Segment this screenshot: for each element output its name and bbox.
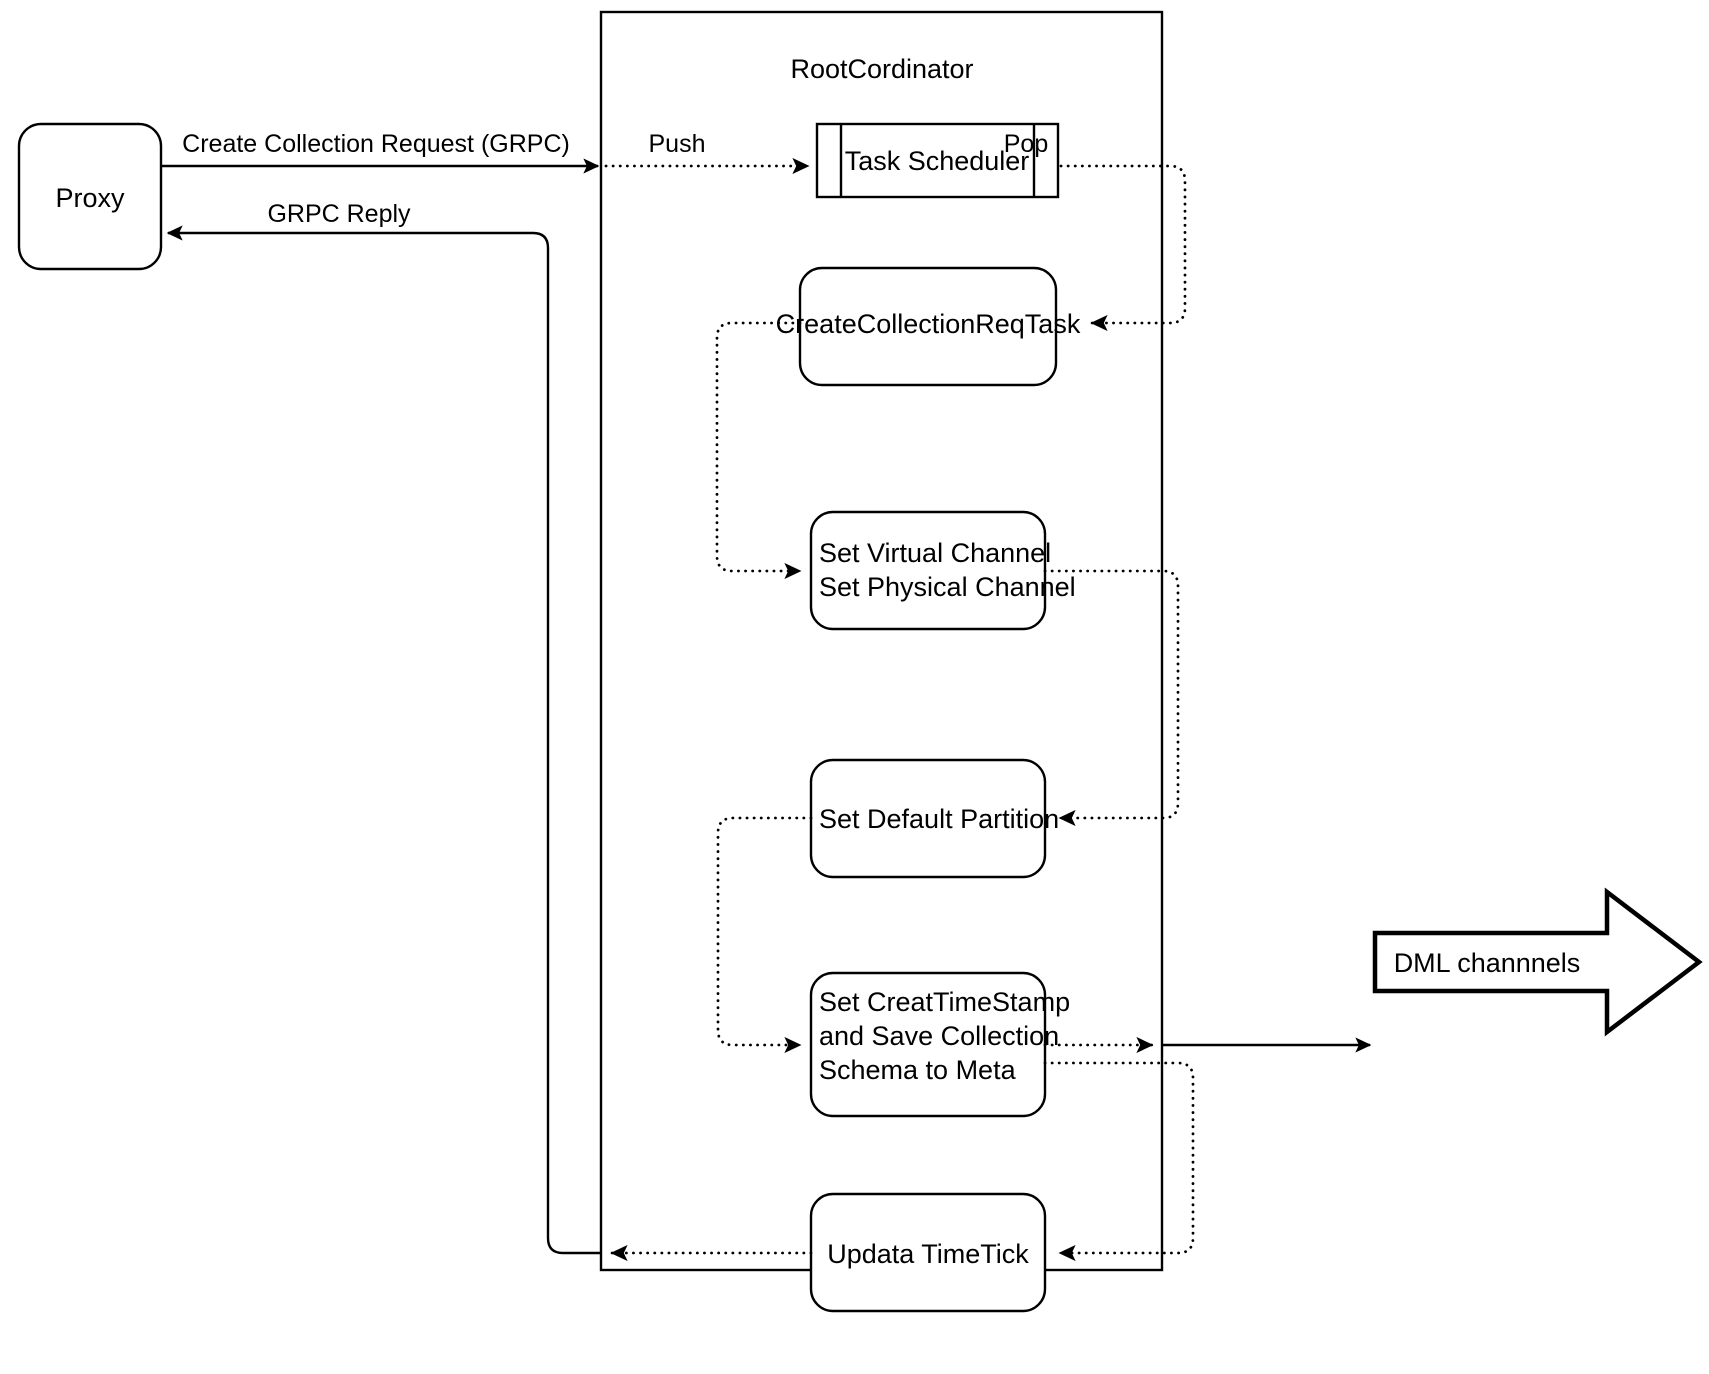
- pop-line: [1059, 164, 1187, 332]
- node-set-channels[interactable]: Set Virtual Channel Set Physical Channel: [809, 510, 1076, 631]
- partition-to-timestamp-line: [716, 816, 813, 1054]
- node-create-collection-req-task[interactable]: CreateCollectionReqTask: [776, 266, 1081, 387]
- set-virtual-channel-label: Set Virtual Channel: [819, 538, 1051, 568]
- edge-create-collection-request: Create Collection Request (GRPC): [161, 130, 600, 174]
- task-scheduler-label: Task Scheduler: [845, 146, 1030, 176]
- node-task-scheduler[interactable]: Task Scheduler: [815, 122, 1060, 199]
- node-updata-timetick[interactable]: Updata TimeTick: [809, 1192, 1047, 1313]
- node-set-default-partition[interactable]: Set Default Partition: [809, 758, 1059, 879]
- set-channels-box[interactable]: [809, 510, 1047, 631]
- grpc-reply-label: GRPC Reply: [267, 200, 411, 228]
- pop-label: Pop: [1004, 130, 1048, 158]
- rootcordinator-label: RootCordinator: [790, 54, 973, 84]
- task-scheduler-box[interactable]: [815, 122, 1060, 199]
- set-create-timestamp-line3: Schema to Meta: [819, 1055, 1017, 1085]
- updata-timetick-label: Updata TimeTick: [827, 1239, 1029, 1269]
- edge-pop: Pop: [1004, 130, 1187, 332]
- dml-channels-arrow-shape[interactable]: [1372, 887, 1703, 1037]
- node-dml-channels[interactable]: DML channnels: [1372, 887, 1703, 1037]
- set-default-partition-label: Set Default Partition: [819, 804, 1059, 834]
- grpc-reply-line: [166, 225, 601, 1255]
- set-create-timestamp-line2: and Save Collection: [819, 1021, 1059, 1051]
- edge-partition-to-timestamp: [716, 816, 813, 1054]
- edge-push: Push: [604, 130, 810, 175]
- edge-grpc-reply: GRPC Reply: [166, 200, 601, 1255]
- set-physical-channel-label: Set Physical Channel: [819, 572, 1076, 602]
- proxy-box[interactable]: [17, 122, 163, 271]
- create-collection-req-task-box[interactable]: [798, 266, 1058, 387]
- set-create-timestamp-line1: Set CreatTimeStamp: [819, 987, 1070, 1017]
- node-set-create-timestamp[interactable]: Set CreatTimeStamp and Save Collection S…: [809, 971, 1070, 1118]
- proxy-label: Proxy: [55, 183, 125, 213]
- push-label: Push: [649, 130, 706, 158]
- dml-channels-label: DML channnels: [1394, 948, 1581, 978]
- node-proxy[interactable]: Proxy: [17, 122, 163, 271]
- create-collection-request-label: Create Collection Request (GRPC): [182, 130, 570, 158]
- edge-channels-to-partition: [1043, 569, 1180, 827]
- create-collection-req-task-label: CreateCollectionReqTask: [776, 309, 1081, 339]
- channels-to-partition-line: [1043, 569, 1180, 827]
